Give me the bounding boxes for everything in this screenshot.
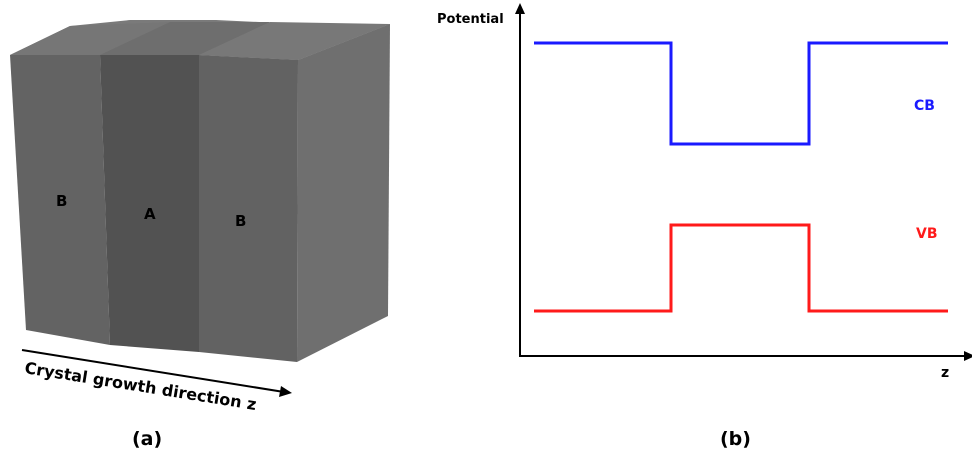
vb-label: VB bbox=[916, 226, 938, 242]
x-axis-arrowhead bbox=[964, 351, 972, 361]
block-right-face bbox=[297, 24, 390, 362]
region-label-b-right: B bbox=[235, 212, 246, 230]
cb-label: CB bbox=[914, 98, 935, 114]
block-top-face-a bbox=[100, 22, 270, 55]
crystal-block bbox=[10, 20, 390, 362]
y-axis-label: Potential bbox=[437, 12, 504, 27]
caption-a: (a) bbox=[132, 428, 162, 450]
block-top-face-b-right bbox=[199, 22, 390, 60]
block-top-face-b-left bbox=[10, 22, 170, 55]
region-label-a: A bbox=[144, 205, 156, 223]
layer-b-right bbox=[199, 55, 298, 362]
band-diagram-axes bbox=[515, 3, 972, 361]
y-axis-arrowhead bbox=[515, 3, 525, 14]
layer-b-left bbox=[10, 55, 110, 345]
growth-direction-label: Crystal growth direction z bbox=[23, 358, 257, 414]
conduction-band-line bbox=[534, 41, 948, 146]
layer-a bbox=[100, 55, 199, 352]
region-label-b-left: B bbox=[56, 192, 67, 210]
growth-direction-arrow bbox=[21, 349, 292, 397]
valence-band-line bbox=[534, 223, 948, 313]
x-axis-label: z bbox=[941, 365, 949, 381]
caption-b: (b) bbox=[720, 428, 751, 450]
